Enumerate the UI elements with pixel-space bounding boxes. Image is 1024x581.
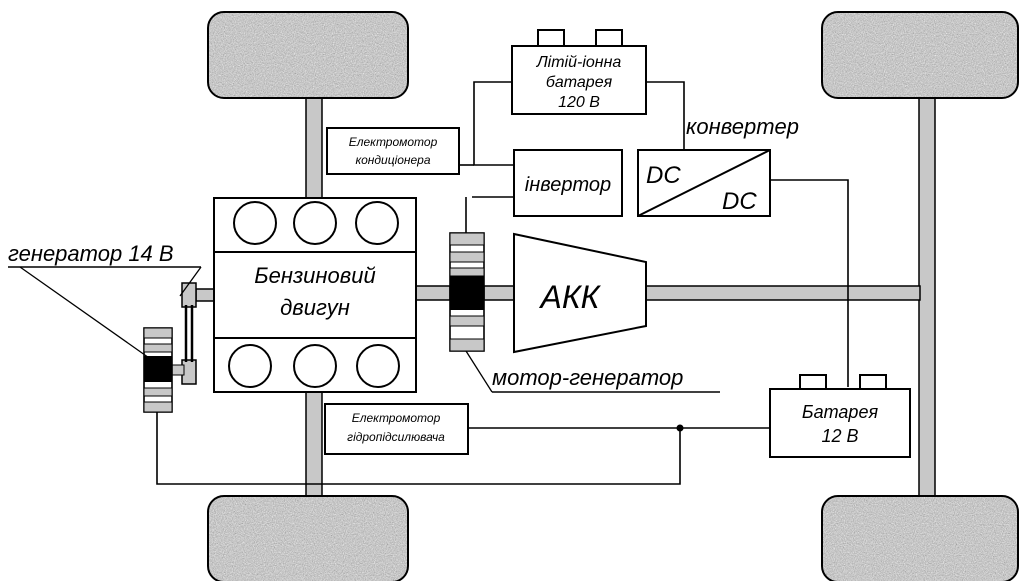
engine-label-line-1: Бензиновий xyxy=(254,263,375,288)
engine-label-line-2: двигун xyxy=(280,295,350,320)
rear-left-wheel xyxy=(821,11,1019,99)
generator-label: генератор 14 В xyxy=(8,241,174,266)
power-steering-motor: Електромотор гідропідсилювача xyxy=(324,403,469,455)
front-left-wheel xyxy=(207,11,409,99)
converter-label: конвертер xyxy=(686,114,799,139)
lithium-ion-battery: Літій-іонна батарея 120 В xyxy=(511,29,647,115)
ac-motor-line-2: кондиціонера xyxy=(355,153,430,167)
rear-axle xyxy=(918,95,936,499)
generator-leader-1 xyxy=(19,266,153,361)
mg-shaft xyxy=(483,285,515,301)
gasoline-engine: Бензиновий двигун xyxy=(213,197,417,393)
battery-li-line-3: 120 В xyxy=(558,94,600,111)
ac-compressor-motor: Електромотор кондиціонера xyxy=(326,127,460,175)
automatic-transmission: АКК xyxy=(513,232,647,354)
front-right-wheel xyxy=(207,495,409,581)
motor-generator-label: мотор-генератор xyxy=(492,365,683,390)
inverter-label: інвертор xyxy=(525,174,611,196)
rear-right-wheel xyxy=(821,495,1019,581)
motor-generator xyxy=(449,232,485,352)
generator-14v xyxy=(143,282,197,413)
dc-dc-converter: DC DC xyxy=(637,149,771,217)
generator-shaft xyxy=(195,288,215,302)
generator-leader-2 xyxy=(179,266,202,297)
converter-dc-top: DC xyxy=(646,162,681,189)
mg-leader xyxy=(465,350,493,393)
junction-dot xyxy=(676,424,684,432)
transmission-label: АКК xyxy=(538,279,601,315)
drive-shaft xyxy=(645,285,921,301)
front-axle-top xyxy=(305,95,323,199)
front-axle-bottom xyxy=(305,391,323,499)
battery-li-line-2: батарея xyxy=(546,74,613,91)
inverter: інвертор xyxy=(513,149,623,217)
battery-li-line-1: Літій-іонна xyxy=(536,54,622,71)
battery-12v-line-1: Батарея xyxy=(802,402,879,422)
ac-motor-line-1: Електромотор xyxy=(349,135,438,149)
engine-output-shaft xyxy=(415,285,451,301)
battery-12v-line-2: 12 В xyxy=(821,426,858,446)
converter-dc-bottom: DC xyxy=(722,188,757,215)
battery-12v: Батарея 12 В xyxy=(769,374,911,458)
steering-motor-line-1: Електромотор xyxy=(352,411,441,425)
steering-motor-line-2: гідропідсилювача xyxy=(347,430,445,444)
wiring xyxy=(156,81,849,485)
